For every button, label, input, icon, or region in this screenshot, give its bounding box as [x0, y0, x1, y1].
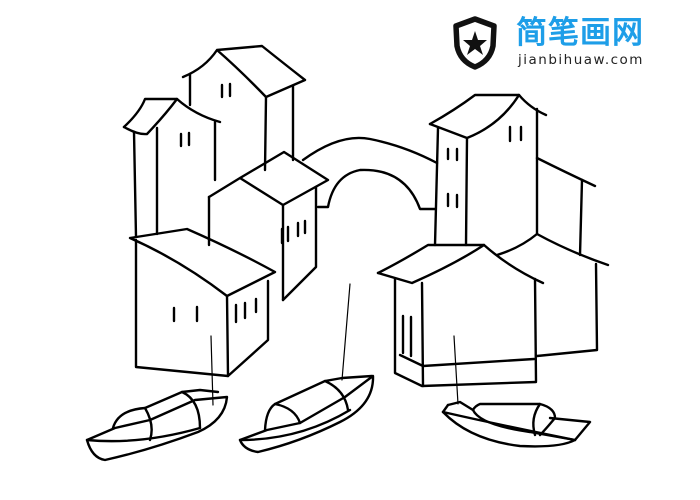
boat-right [441, 400, 592, 448]
boat-left [85, 388, 229, 462]
watermark-url: jianbihuaw.com [518, 52, 644, 68]
boat-middle [238, 374, 375, 454]
middle-house [207, 150, 330, 302]
watermark-logo: 简笔画网 jianbihuaw.com [452, 14, 672, 74]
front-right-house [376, 243, 545, 388]
mast-lines [210, 283, 459, 406]
arch-bridge [301, 136, 439, 211]
tall-house-back-left [181, 44, 307, 172]
tall-house-left [122, 97, 222, 239]
shield-star-icon [453, 16, 497, 70]
watermark-title: 简笔画网 [516, 15, 644, 51]
front-left-house [128, 227, 277, 378]
tall-house-right [428, 93, 610, 358]
